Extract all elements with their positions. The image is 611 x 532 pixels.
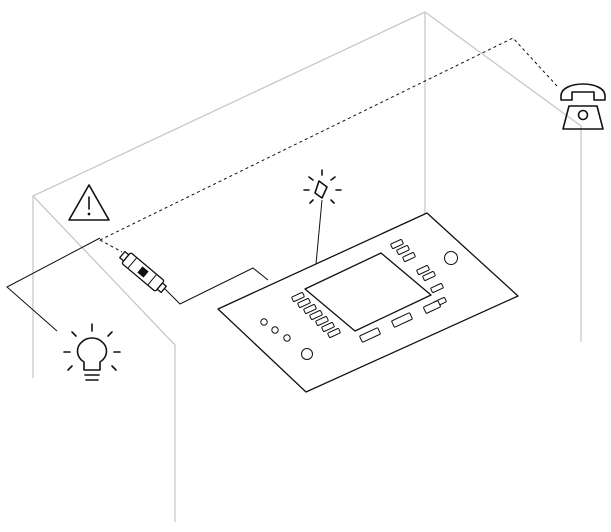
soft-button[interactable] — [390, 239, 404, 249]
light-bulb-icon — [63, 323, 121, 381]
function-key[interactable] — [423, 300, 441, 314]
room-walls — [32, 11, 582, 522]
round-key[interactable] — [271, 326, 279, 334]
soft-button[interactable] — [416, 265, 430, 275]
control-panel — [217, 199, 519, 393]
soft-button[interactable] — [422, 271, 436, 281]
round-key[interactable] — [283, 334, 291, 342]
soft-button[interactable] — [291, 292, 305, 302]
connector-module — [119, 250, 167, 294]
large-round-key[interactable] — [301, 348, 313, 360]
soft-button[interactable] — [430, 283, 444, 293]
connector-lead-dashed — [99, 239, 123, 253]
panel-wire — [159, 267, 269, 305]
function-key[interactable] — [359, 327, 381, 343]
soft-button[interactable] — [321, 322, 335, 332]
round-key[interactable] — [260, 318, 268, 326]
light-bulb-wire — [6, 237, 101, 332]
signal-lamp-icon — [303, 169, 342, 204]
telephone-icon — [560, 83, 606, 130]
function-keys — [359, 300, 441, 343]
round-keys — [260, 251, 458, 360]
connector-indicator — [137, 266, 149, 278]
soft-button[interactable] — [297, 298, 311, 308]
soft-button[interactable] — [309, 310, 323, 320]
right-soft-buttons — [390, 239, 447, 307]
function-key[interactable] — [391, 312, 413, 328]
soft-button[interactable] — [315, 316, 329, 326]
signal-lamp-stalk — [315, 199, 323, 265]
soft-button[interactable] — [327, 328, 341, 338]
soft-button[interactable] — [402, 252, 416, 262]
soft-button[interactable] — [303, 304, 317, 314]
soft-button[interactable] — [396, 245, 410, 255]
warning-icon — [68, 184, 110, 221]
wall-left-outline — [32, 195, 176, 522]
large-round-key[interactable] — [444, 251, 458, 265]
telephone-cable — [99, 37, 558, 241]
control-panel-display — [304, 252, 432, 332]
left-soft-buttons — [291, 292, 341, 338]
